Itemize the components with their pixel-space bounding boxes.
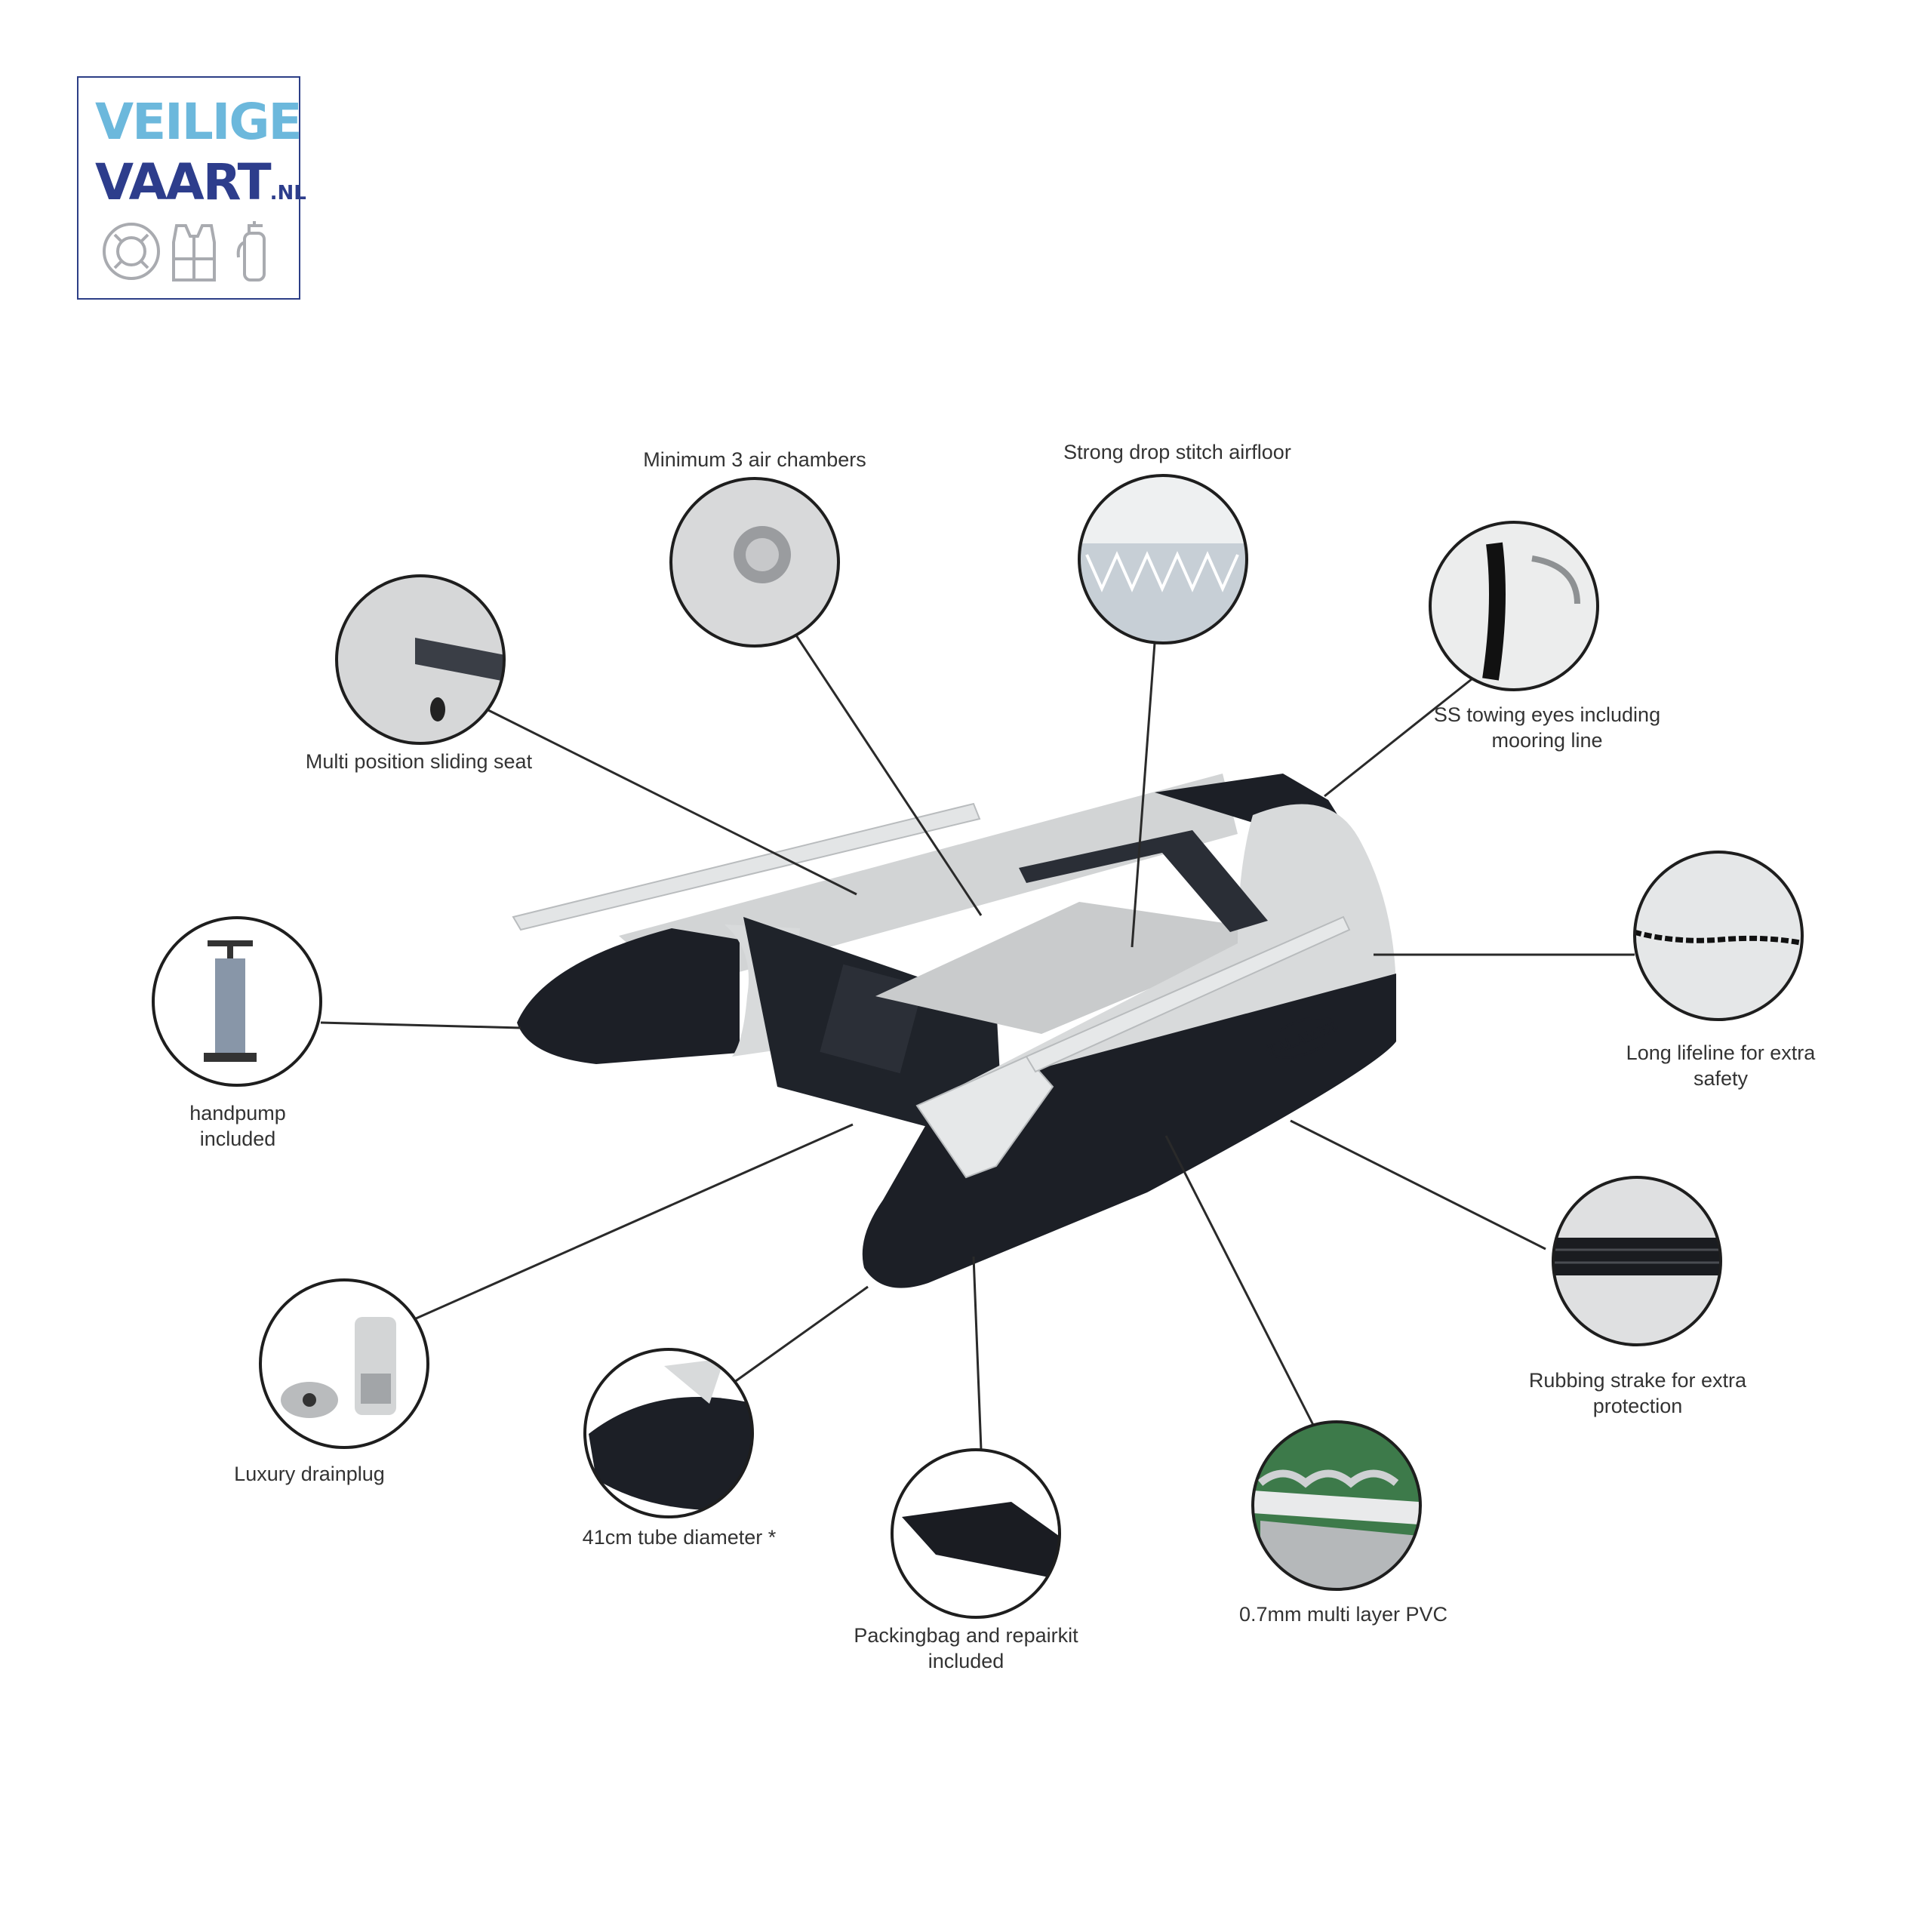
fire-extinguisher-icon — [236, 221, 266, 281]
callout-pvc: 0.7mm multi layer PVC — [1140, 1601, 1547, 1627]
leader-handpump — [320, 1021, 521, 1029]
detail-circle-handpump — [152, 916, 322, 1087]
callout-packingbag-line2: included — [928, 1650, 1004, 1672]
callout-tube-diameter-line1: 41cm tube diameter * — [582, 1526, 777, 1549]
logo-text-nl: .NL — [269, 182, 306, 205]
brand-logo: VEILIGE VAART.NL — [77, 76, 306, 300]
callout-packingbag-line1: Packingbag and repairkit — [854, 1624, 1078, 1647]
bag-icon — [902, 1502, 1060, 1577]
leader-packingbag — [972, 1256, 983, 1451]
sliding-seat — [1019, 830, 1268, 932]
leader-drainplug — [407, 1123, 854, 1324]
leader-air-chambers — [795, 635, 983, 916]
callout-tube-diameter: 41cm tube diameter * — [521, 1524, 838, 1550]
callout-air-chambers: Minimum 3 air chambers — [528, 447, 981, 472]
right-tube-lower — [862, 974, 1396, 1288]
callout-pvc-line1: 0.7mm multi layer PVC — [1238, 1603, 1448, 1626]
callout-sliding-seat-line1: Multi position sliding seat — [305, 750, 533, 773]
callout-lifeline-line2: safety — [1693, 1067, 1749, 1090]
right-oar-shaft — [1025, 915, 1351, 1073]
lifebuoy-icon — [103, 223, 160, 280]
callout-drainplug: Luxury drainplug — [158, 1461, 460, 1487]
callout-airfloor: Strong drop stitch airfloor — [951, 439, 1404, 465]
callout-lifeline-line1: Long lifeline for extra — [1626, 1041, 1816, 1064]
detail-circle-drainplug — [259, 1278, 429, 1449]
leader-rubbing-strake — [1290, 1119, 1546, 1251]
detail-circle-rubbing-strake — [1552, 1176, 1722, 1346]
callout-sliding-seat: Multi position sliding seat — [192, 749, 645, 774]
detail-circle-airfloor — [1078, 474, 1248, 645]
left-cone — [517, 928, 740, 1064]
callout-rubbing-strake: Rubbing strake for extra protection — [1419, 1367, 1857, 1419]
callout-rubbing-strake-line2: protection — [1592, 1395, 1683, 1417]
callout-handpump-line2: included — [199, 1128, 276, 1150]
callout-towing-eyes-line2: mooring line — [1491, 729, 1603, 752]
callout-rubbing-strake-line1: Rubbing strake for extra — [1528, 1369, 1747, 1392]
right-oar-blade — [915, 1055, 1054, 1179]
inflatable-boat: TALAMEX — [512, 774, 1396, 1288]
pump-icon — [215, 958, 245, 1057]
leader-lines — [320, 635, 1635, 1451]
detail-circle-packingbag — [891, 1448, 1061, 1619]
detail-circle-sliding-seat — [335, 574, 506, 745]
callout-towing-eyes: SS towing eyes including mooring line — [1321, 702, 1774, 753]
mooring-line-icon — [1482, 542, 1506, 681]
callout-air-chambers-line1: Minimum 3 air chambers — [643, 448, 866, 471]
callout-handpump: handpump included — [121, 1100, 355, 1152]
leader-airfloor — [1131, 642, 1156, 948]
callout-airfloor-line1: Strong drop stitch airfloor — [1063, 441, 1291, 463]
callout-lifeline: Long lifeline for extra safety — [1524, 1040, 1917, 1091]
leader-tube-diameter — [728, 1285, 869, 1388]
airfloor — [875, 902, 1275, 1034]
callout-handpump-line1: handpump — [189, 1102, 286, 1124]
detail-circle-tube-diameter — [583, 1348, 754, 1518]
leader-pvc — [1164, 1135, 1315, 1426]
logo-icons — [103, 221, 266, 281]
logo-text-vaart-main: VAART — [95, 153, 272, 211]
left-oar-shaft — [512, 802, 981, 931]
callout-towing-eyes-line1: SS towing eyes including — [1433, 703, 1661, 726]
callout-drainplug-line1: Luxury drainplug — [234, 1463, 385, 1485]
leader-sliding-seat — [486, 708, 857, 896]
logo-text-veilige: VEILIGE — [95, 93, 303, 151]
leader-towing-eyes — [1324, 678, 1472, 798]
detail-circle-pvc — [1251, 1420, 1422, 1591]
detail-circle-lifeline — [1633, 851, 1804, 1021]
brand-badge-outline — [1266, 1017, 1338, 1059]
logo-text-vaart: VAART.NL — [95, 158, 306, 208]
detail-circle-towing-eyes — [1429, 521, 1599, 691]
detail-circle-air-chambers — [669, 477, 840, 648]
life-vest-icon — [172, 224, 216, 281]
callout-packingbag: Packingbag and repairkit included — [755, 1623, 1177, 1674]
